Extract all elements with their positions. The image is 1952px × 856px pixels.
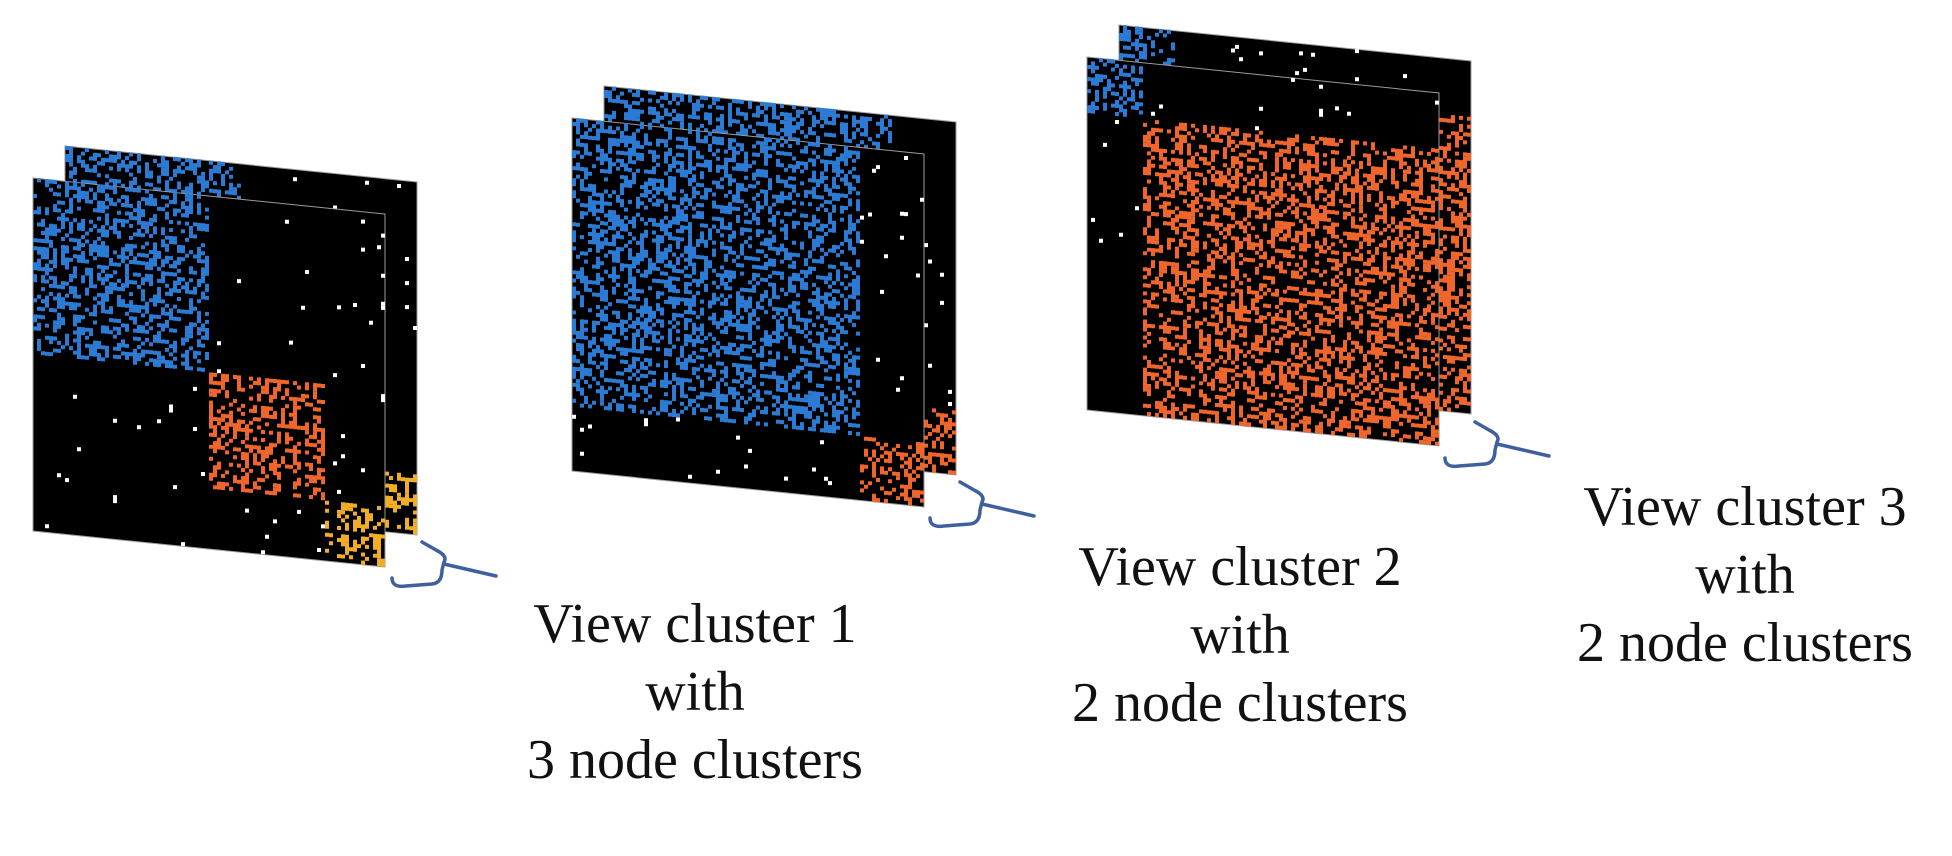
view-cluster-2-caption: View cluster 2 with 2 node clusters <box>1030 533 1450 737</box>
view-2-front-block-cluster_a <box>572 118 860 436</box>
view-2-front-block-cluster_b <box>860 436 924 506</box>
caption-line: View cluster 3 <box>1583 476 1907 538</box>
view-cluster-3-matrix-stack <box>1086 24 1551 469</box>
view-cluster-2-matrix-stack <box>571 85 1036 529</box>
view-3-brace-connector <box>1443 420 1551 469</box>
view-1-front-matrix-cells <box>33 178 385 567</box>
view-cluster-3-caption: View cluster 3 with 2 node clusters <box>1545 473 1945 677</box>
view-2-front-matrix <box>571 117 925 508</box>
caption-line: 2 node clusters <box>1072 672 1408 734</box>
view-1-front-block-cluster_b <box>209 372 325 501</box>
view-3-front-block-cluster_a <box>1087 58 1143 117</box>
caption-line: with <box>1695 544 1795 606</box>
view-cluster-1-matrix-stack <box>32 145 498 589</box>
view-1-front-block-cluster_a <box>33 178 209 372</box>
view-cluster-1-caption: View cluster 1 with 3 node clusters <box>495 590 895 794</box>
caption-line: 3 node clusters <box>527 729 863 791</box>
view-3-front-matrix-cells <box>1087 58 1439 446</box>
caption-line: View cluster 2 <box>1078 536 1402 598</box>
view-2-brace-connector <box>928 480 1036 529</box>
view-3-front-matrix <box>1086 56 1440 447</box>
caption-line: View cluster 1 <box>533 593 857 655</box>
caption-line: with <box>645 661 745 723</box>
view-1-brace-connector <box>390 540 498 589</box>
caption-line: with <box>1190 604 1290 666</box>
view-1-front-matrix <box>32 177 386 568</box>
caption-line: 2 node clusters <box>1577 612 1913 674</box>
view-2-front-matrix-cells <box>572 118 924 506</box>
view-3-front-block-cluster_b <box>1143 120 1439 446</box>
view-1-front-block-cluster_c <box>325 500 385 567</box>
